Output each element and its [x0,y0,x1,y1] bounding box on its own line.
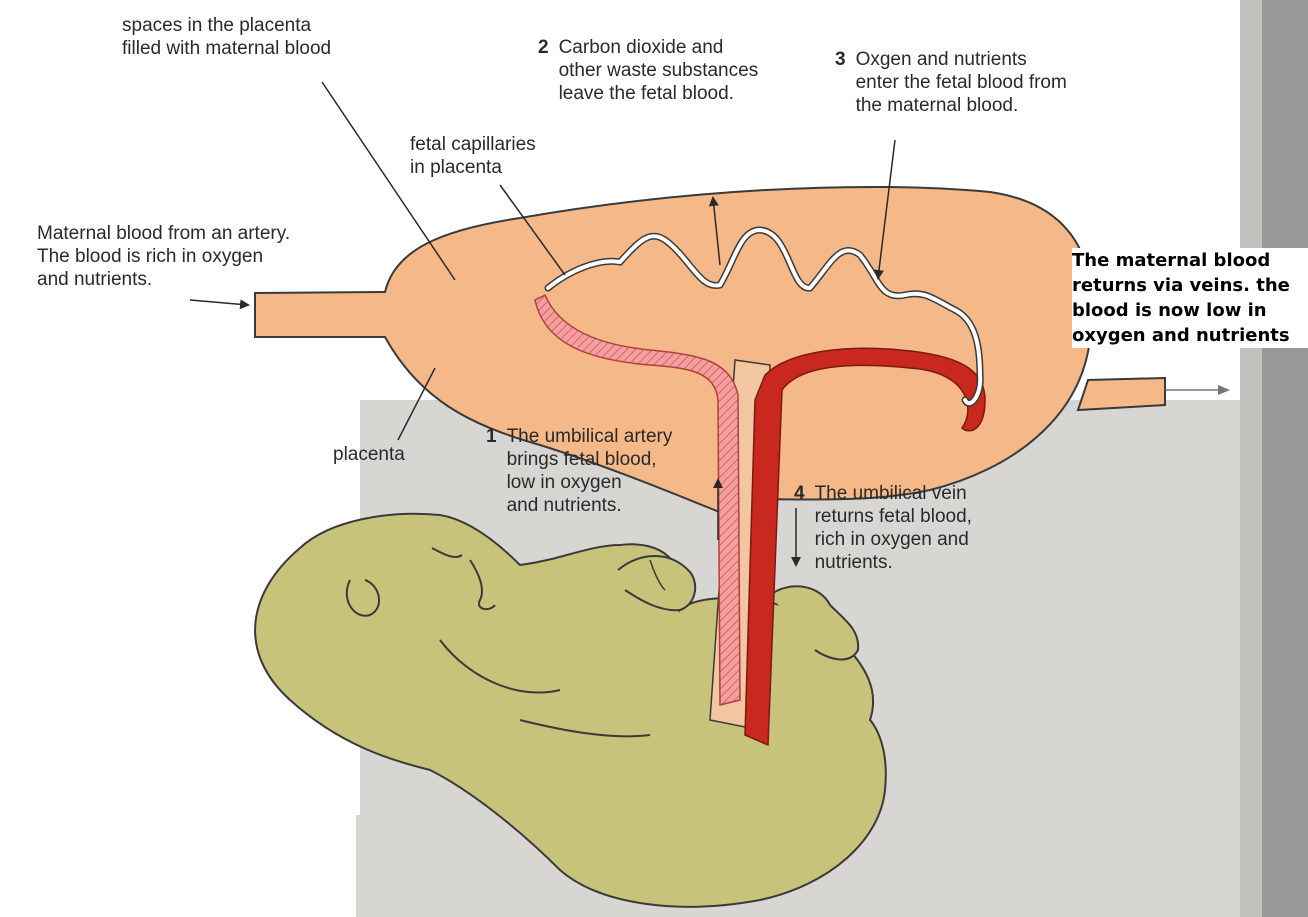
spaces-label: spaces in the placenta filled with mater… [122,14,331,60]
placenta-label-text: placenta [333,444,405,465]
maternal-in-label: Maternal blood from an artery. The blood… [37,222,290,291]
step2-label: 2 Carbon dioxide and other waste substan… [538,36,758,105]
step3-label: 3 Oxgen and nutrients enter the fetal bl… [835,48,1067,117]
step3-text: Oxgen and nutrients enter the fetal bloo… [856,48,1067,117]
step1-number: 1 [486,425,497,448]
step4-text: The umbilical vein returns fetal blood, … [815,482,972,574]
fetal-capillaries-label-text: fetal capillaries in placenta [410,134,536,178]
step4-number: 4 [794,482,805,505]
step4-label: 4 The umbilical vein returns fetal blood… [794,482,972,574]
step2-text: Carbon dioxide and other waste substance… [559,36,759,105]
step2-number: 2 [538,36,549,59]
step1-label: 1 The umbilical artery brings fetal bloo… [486,425,672,517]
maternal-in-label-text: Maternal blood from an artery. The blood… [37,223,290,290]
placenta-label: placenta [333,443,405,466]
fetal-capillaries-label: fetal capillaries in placenta [410,133,536,179]
spaces-label-text: spaces in the placenta filled with mater… [122,15,331,59]
step1-text: The umbilical artery brings fetal blood,… [507,425,673,517]
step3-number: 3 [835,48,846,71]
maternal-out-label: The maternal blood returns via veins. th… [1072,248,1308,348]
